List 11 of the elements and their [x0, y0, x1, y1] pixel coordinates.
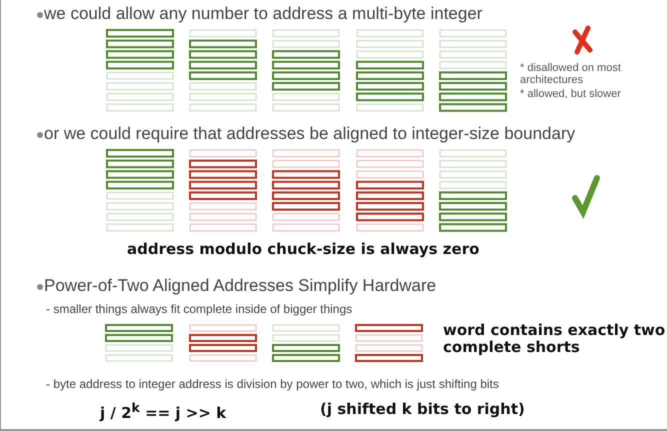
- formula-text: (j shifted k bits to right): [320, 400, 525, 418]
- bullet-text: Power-of-Two Aligned Addresses Simplify Hardware: [44, 276, 436, 296]
- caption-text: address modulo chuck-size is always zero: [127, 240, 480, 258]
- sub-bullet-text: - byte address to integer address is division by power to two, which is just shifting bits: [46, 377, 499, 391]
- bullet-text: or we could require that addresses be aligned to integer-size boundary: [44, 124, 576, 144]
- callout-text: word contains exactly two complete shorts: [443, 322, 666, 356]
- note-text: * disallowed on most architectures: [520, 62, 622, 86]
- bullet-text: we could allow any number to address a multi-byte integer: [44, 4, 482, 24]
- formula-text: j / 2$^{k}$ == j >> k: [100, 400, 226, 422]
- note-text: * allowed, but slower: [520, 88, 622, 100]
- sub-bullet-text: - smaller things always fit complete inside of bigger things: [46, 302, 352, 316]
